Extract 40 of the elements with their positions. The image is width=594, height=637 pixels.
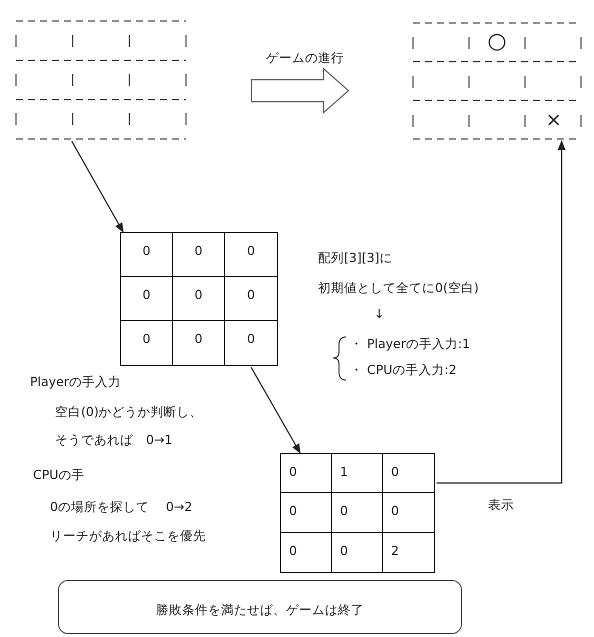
note-text: CPUの手 xyxy=(33,467,84,483)
note-text: 0の場所を探して 0→2 xyxy=(50,499,192,515)
grid-cell: 0 xyxy=(281,454,332,494)
arrow xyxy=(71,140,124,233)
arrow xyxy=(250,367,301,454)
grid-cell: 0 xyxy=(332,493,383,533)
arrow xyxy=(436,140,566,484)
note-text: ↓ xyxy=(374,306,384,322)
note-text: ・ Playerの手入力:1 xyxy=(350,336,470,352)
grid-cell: 0 xyxy=(383,454,434,494)
edge-label: ゲームの進行 xyxy=(266,50,344,66)
grid-cell: 0 xyxy=(121,233,173,277)
block-arrow xyxy=(250,67,350,114)
board-mark: × xyxy=(544,108,563,134)
note-text: リーチがあればそこを優先 xyxy=(50,528,206,544)
note-text: 配列[3][3]に xyxy=(318,250,392,266)
note-text: Playerの手入力 xyxy=(30,374,121,390)
board-mark: ○ xyxy=(486,28,508,55)
grid-cell: 0 xyxy=(332,532,383,572)
grid-cell: 0 xyxy=(173,233,225,277)
array-grid xyxy=(120,232,278,366)
rounded-box: 勝敗条件を満たせば、ゲームは終了 xyxy=(58,580,462,634)
grid-cell: 0 xyxy=(173,277,225,321)
grid-cell: 0 xyxy=(225,277,277,321)
grid-cell: 0 xyxy=(281,532,332,572)
note-text: そうであれば 0→1 xyxy=(55,432,172,448)
grid-cell: 0 xyxy=(121,321,173,365)
grid-cell: 0 xyxy=(225,233,277,277)
grid-cell: 0 xyxy=(281,493,332,533)
grid-cell: 0 xyxy=(383,493,434,533)
edge-label: 表示 xyxy=(488,497,514,513)
grid-cell-text: 0 xyxy=(246,330,256,348)
note-text: 初期値として全てに0(空白) xyxy=(318,280,479,296)
grid-cell: 0 xyxy=(173,321,225,365)
array-grid xyxy=(280,453,435,573)
grid-cell-text: 2 xyxy=(390,542,400,560)
grid-cell: 0 xyxy=(121,277,173,321)
note-text: ・ CPUの手入力:2 xyxy=(350,362,457,378)
grid-cell: 1 xyxy=(332,454,383,494)
note-text: 空白(0)かどうか判断し、 xyxy=(55,404,203,420)
